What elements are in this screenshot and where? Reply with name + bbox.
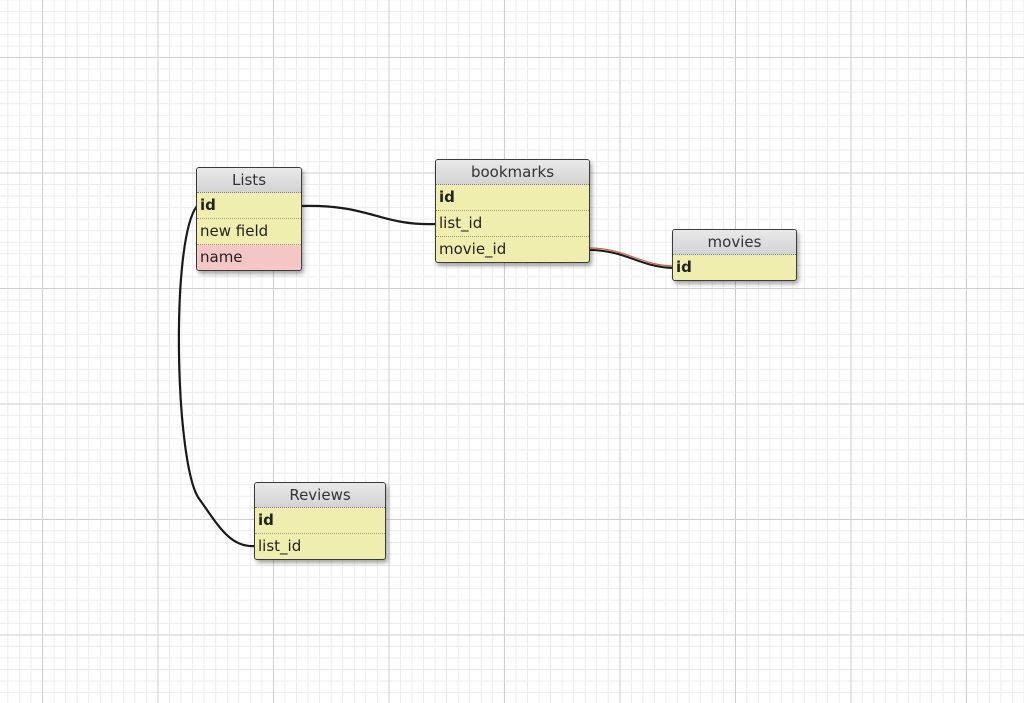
relation-lists-bookmarks[interactable]	[300, 204, 437, 226]
relation-bookmarks-movies-highlight	[588, 247, 674, 267]
table-lists-field-new-field[interactable]: new field	[197, 219, 301, 245]
table-bookmarks-title[interactable]: bookmarks	[436, 160, 589, 185]
table-lists-title[interactable]: Lists	[197, 168, 301, 193]
table-movies-field-id[interactable]: id	[676, 258, 692, 276]
relation-bookmarks-movies[interactable]	[588, 249, 674, 269]
table-reviews[interactable]: Reviews id list_id	[254, 482, 386, 560]
table-movies-title[interactable]: movies	[673, 230, 796, 255]
table-reviews-field-id[interactable]: id	[255, 508, 385, 534]
table-lists-field-id[interactable]: id	[197, 193, 301, 219]
table-lists[interactable]: Lists id new field name	[196, 167, 302, 271]
table-bookmarks-field-list-id[interactable]: list_id	[436, 211, 589, 237]
table-movies[interactable]: movies id	[672, 229, 797, 281]
table-reviews-field-list-id[interactable]: list_id	[258, 537, 302, 555]
table-bookmarks-field-id[interactable]: id	[436, 185, 589, 211]
table-lists-field-name[interactable]: name	[197, 245, 301, 270]
table-bookmarks[interactable]: bookmarks id list_id movie_id	[435, 159, 590, 263]
table-bookmarks-field-movie-id[interactable]: movie_id	[439, 240, 507, 258]
table-reviews-title[interactable]: Reviews	[255, 483, 385, 508]
